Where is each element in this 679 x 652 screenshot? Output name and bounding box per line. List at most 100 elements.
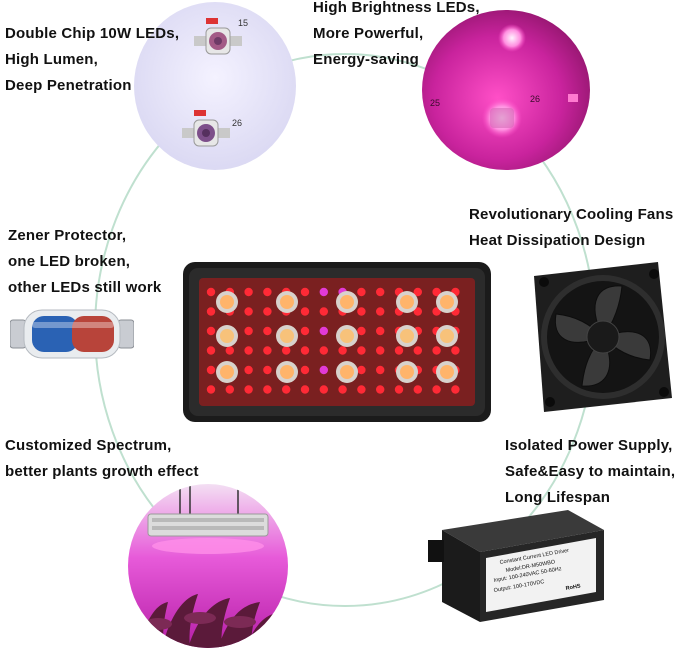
chip-number-a: 15 bbox=[238, 18, 248, 28]
small-led bbox=[300, 346, 310, 355]
small-led bbox=[244, 287, 253, 297]
small-led bbox=[300, 326, 310, 336]
small-led bbox=[206, 287, 216, 297]
small-led bbox=[357, 287, 366, 297]
small-led bbox=[319, 385, 328, 394]
feature-cooling: Revolutionary Cooling Fans Heat Dissipat… bbox=[469, 202, 673, 254]
small-led bbox=[300, 307, 310, 316]
small-led bbox=[394, 346, 404, 355]
small-led bbox=[432, 346, 441, 355]
small-led bbox=[244, 326, 253, 336]
cob-led bbox=[440, 329, 454, 343]
small-led bbox=[319, 307, 328, 316]
small-led bbox=[263, 326, 272, 336]
zener-diode-icon bbox=[10, 309, 134, 359]
power-driver-icon: Constant Current LED Driver Model:DR-M50… bbox=[428, 510, 604, 622]
small-led bbox=[263, 307, 272, 316]
brightness-line-3: Energy-saving bbox=[313, 51, 419, 68]
small-led bbox=[206, 326, 216, 336]
cob-led bbox=[340, 295, 354, 309]
small-led bbox=[319, 287, 328, 297]
chip-number-b: 26 bbox=[232, 118, 242, 128]
small-led bbox=[376, 385, 385, 394]
small-led bbox=[263, 385, 272, 394]
small-led bbox=[376, 307, 385, 316]
small-led bbox=[357, 326, 366, 336]
cob-led bbox=[220, 329, 234, 343]
cob-led bbox=[220, 365, 234, 379]
chip-number-c: 25 bbox=[430, 98, 440, 108]
double-chip-photo: 15 26 bbox=[134, 2, 296, 170]
cob-led bbox=[280, 295, 294, 309]
cob-led bbox=[340, 329, 354, 343]
cob-led bbox=[220, 295, 234, 309]
small-led bbox=[432, 385, 441, 394]
zener-line-3: other LEDs still work bbox=[8, 279, 162, 296]
small-led bbox=[376, 326, 385, 336]
brightness-line-1: High Brightness LEDs, bbox=[313, 0, 480, 16]
small-led bbox=[244, 346, 253, 355]
cob-led bbox=[340, 365, 354, 379]
small-led bbox=[357, 365, 366, 375]
power-line-2: Safe&Easy to maintain, bbox=[505, 463, 676, 480]
spectrum-line-1: Customized Spectrum, bbox=[5, 437, 172, 454]
cob-led bbox=[280, 329, 294, 343]
zener-line-1: Zener Protector, bbox=[8, 227, 127, 244]
cob-led bbox=[400, 329, 414, 343]
small-led bbox=[263, 346, 272, 355]
small-led bbox=[338, 385, 347, 394]
small-led bbox=[357, 385, 366, 394]
small-led bbox=[225, 385, 234, 394]
small-led bbox=[451, 346, 460, 355]
driver-line-5: RoHS bbox=[565, 583, 581, 592]
brightness-line-2: More Powerful, bbox=[313, 25, 424, 42]
feature-spectrum: Customized Spectrum, better plants growt… bbox=[5, 433, 199, 485]
feature-power: Isolated Power Supply, Safe&Easy to main… bbox=[505, 433, 675, 511]
power-line-3: Long Lifespan bbox=[505, 489, 611, 506]
double-chip-line-3: Deep Penetration bbox=[5, 77, 132, 94]
led-panel-icon bbox=[183, 262, 491, 422]
small-led bbox=[300, 365, 310, 375]
power-line-1: Isolated Power Supply, bbox=[505, 437, 673, 454]
cob-led bbox=[440, 295, 454, 309]
small-led bbox=[376, 346, 385, 355]
cooling-line-2: Heat Dissipation Design bbox=[469, 232, 646, 249]
small-led bbox=[357, 346, 366, 355]
small-led bbox=[413, 307, 422, 316]
small-led bbox=[413, 385, 422, 394]
small-led bbox=[282, 346, 291, 355]
cooling-line-1: Revolutionary Cooling Fans bbox=[469, 206, 674, 223]
double-chip-line-2: High Lumen, bbox=[5, 51, 99, 68]
small-led bbox=[206, 307, 216, 316]
cob-led bbox=[400, 295, 414, 309]
small-led bbox=[376, 287, 385, 297]
small-led bbox=[225, 346, 234, 355]
spectrum-photo bbox=[128, 484, 288, 648]
feature-brightness: High Brightness LEDs, More Powerful, Ene… bbox=[313, 0, 480, 73]
small-led bbox=[357, 307, 366, 316]
small-led bbox=[432, 307, 441, 316]
small-led bbox=[206, 365, 216, 375]
cob-led bbox=[440, 365, 454, 379]
small-led bbox=[319, 365, 328, 375]
small-led bbox=[432, 287, 441, 297]
small-led bbox=[338, 346, 347, 355]
zener-line-2: one LED broken, bbox=[8, 253, 131, 270]
led-chip-icon: 15 26 bbox=[134, 2, 296, 170]
spectrum-line-2: better plants growth effect bbox=[5, 463, 199, 480]
small-led bbox=[244, 307, 253, 316]
double-chip-line-1: Double Chip 10W LEDs, bbox=[5, 25, 180, 42]
brightness-photo: 25 26 bbox=[422, 10, 590, 170]
small-led bbox=[319, 346, 328, 355]
grow-light-icon bbox=[128, 484, 288, 648]
cob-led bbox=[280, 365, 294, 379]
small-led bbox=[263, 287, 272, 297]
small-led bbox=[206, 346, 216, 355]
small-led bbox=[300, 287, 310, 297]
led-glow-icon: 25 26 bbox=[422, 10, 590, 170]
small-led bbox=[263, 365, 272, 375]
small-led bbox=[319, 326, 328, 336]
small-led bbox=[413, 287, 422, 297]
feature-zener: Zener Protector, one LED broken, other L… bbox=[8, 223, 161, 301]
